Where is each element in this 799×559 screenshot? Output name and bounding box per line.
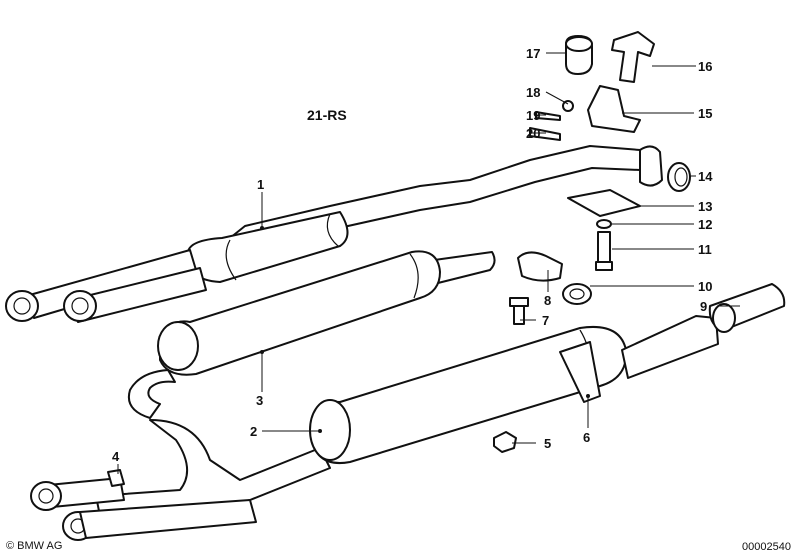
callout-20: 20 xyxy=(526,126,540,141)
leader-lines xyxy=(117,52,740,474)
callout-19: 19 xyxy=(526,108,540,123)
callout-7: 7 xyxy=(542,313,549,328)
callout-12: 12 xyxy=(698,217,712,232)
callout-3: 3 xyxy=(256,393,263,408)
callout-4: 4 xyxy=(112,449,120,464)
callout-5: 5 xyxy=(544,436,551,451)
callout-17: 17 xyxy=(526,46,540,61)
callout-11: 11 xyxy=(698,242,712,257)
callout-6: 6 xyxy=(583,430,590,445)
callout-16: 16 xyxy=(698,59,712,74)
callout-2: 2 xyxy=(250,424,257,439)
front-pipe-with-muffler xyxy=(5,145,663,323)
callout-labels: 1 2 3 4 5 6 7 8 9 10 11 12 13 14 15 16 1… xyxy=(112,46,713,464)
callout-10: 10 xyxy=(698,279,712,294)
callout-15: 15 xyxy=(698,106,712,121)
rear-silencer-assembly xyxy=(30,283,786,541)
leader-dots xyxy=(260,226,590,433)
callout-14: 14 xyxy=(698,169,713,184)
document-number: 00002540 xyxy=(742,541,791,553)
callout-13: 13 xyxy=(698,199,712,214)
copyright-notice: © BMW AG xyxy=(6,540,63,552)
center-muffler xyxy=(128,250,496,419)
callout-8: 8 xyxy=(544,293,551,308)
hardware-parts xyxy=(107,31,691,487)
callout-9: 9 xyxy=(700,299,707,314)
callout-18: 18 xyxy=(526,85,540,100)
callout-1: 1 xyxy=(257,177,264,192)
diagram-group-label: 21-RS xyxy=(307,107,347,123)
